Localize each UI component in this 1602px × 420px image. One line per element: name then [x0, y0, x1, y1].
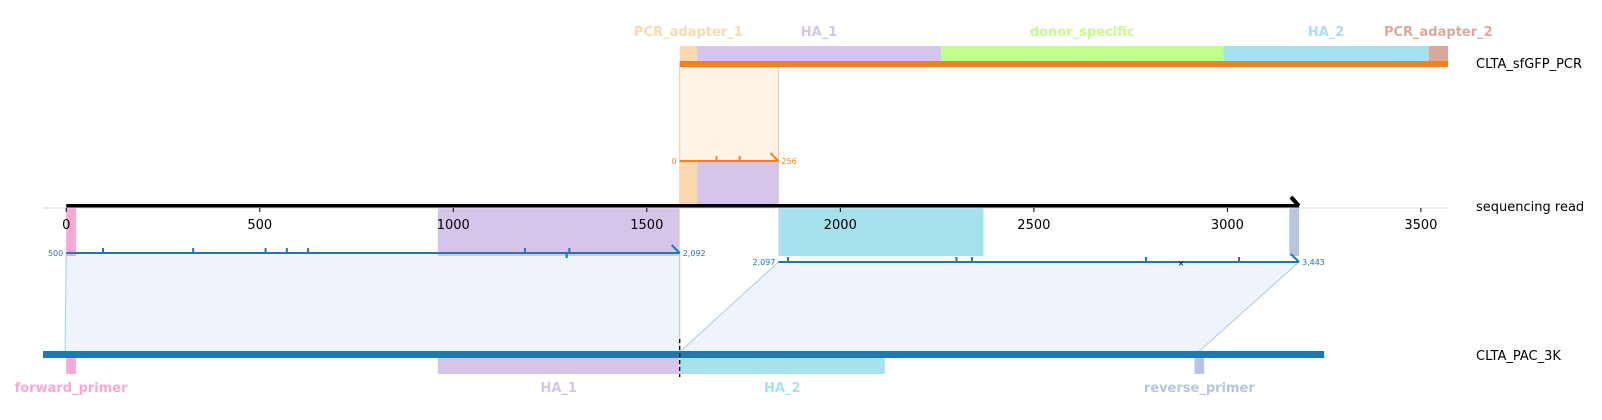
axis-tick-label: 3500	[1404, 218, 1437, 233]
deletion-mark: ×	[1178, 259, 1185, 268]
read-feature-reverse-primer	[1289, 206, 1299, 256]
pac-feature-ha-2	[679, 358, 885, 374]
x-axis: 0 500 1000 1500 2000 2500 3000 3500	[62, 208, 1437, 233]
axis-tick-label: 2000	[824, 218, 857, 233]
pcr-feature-pcr-adapter-2	[1428, 46, 1448, 61]
pac-link-region-2	[679, 262, 1299, 352]
alignment-arrow-3	[1290, 253, 1300, 263]
alignment-end-label-3: 3,443	[1302, 258, 1325, 267]
pac-track-bar	[43, 351, 1325, 358]
pcr-feature-label-ha-1: HA_1	[801, 25, 838, 40]
pac-track-label: CLTA_PAC_3K	[1476, 349, 1561, 364]
alignment-start-label-2: 500	[48, 249, 63, 258]
pcr-feature-label-ha-2: HA_2	[1308, 25, 1345, 40]
pac-feature-label-ha-1: HA_1	[540, 381, 577, 396]
pac-feature-label-forward-primer: forward_primer	[15, 381, 129, 396]
pcr-feature-label-donor-specific: donor_specific	[1030, 25, 1135, 40]
read-feature-ha-2	[778, 206, 984, 256]
axis-tick-label: 2500	[1017, 218, 1050, 233]
alignment-end-label-2: 2,092	[683, 249, 706, 258]
pac-feature-reverse-primer	[1194, 358, 1205, 374]
read-track	[43, 162, 1448, 256]
pcr-feature-donor-specific	[940, 46, 1224, 61]
pac-link-edge-left-1	[64, 252, 67, 353]
alignment-arrow-1	[769, 152, 780, 162]
alignment-start-label-3: 2,097	[752, 258, 775, 267]
read-feature-ha-1	[437, 206, 680, 256]
pcr-feature-label-pcr-adapter-2: PCR_adapter_2	[1384, 25, 1493, 40]
read-arrow-head	[1289, 195, 1301, 208]
alignment-end-label-1: 256	[781, 157, 796, 166]
pcr-track: PCR_adapter_1 HA_1 donor_specific HA_2 PCR_a…	[634, 25, 1493, 67]
pac-link-region-1	[65, 253, 680, 352]
alignment-bars: 0 256 500 2,092 2,097 3,443 ×	[48, 152, 1325, 268]
axis-tick-label: 3000	[1211, 218, 1244, 233]
axis-tick-label: 1500	[630, 218, 663, 233]
alignment-start-label-1: 0	[672, 157, 677, 166]
axis-tick-label: 500	[247, 218, 272, 233]
pcr-track-label: CLTA_sfGFP_PCR	[1476, 57, 1582, 72]
pcr-feature-pcr-adapter-1	[679, 46, 698, 61]
alignment-arrow-2	[670, 244, 681, 254]
read-track-label: sequencing read	[1476, 200, 1584, 215]
read-overlay-ha-1	[697, 162, 779, 206]
read-feature-forward-primer	[66, 206, 76, 256]
alignment-links	[64, 66, 1300, 353]
read-overlay-pcr-adapter-1	[679, 162, 698, 206]
pac-link-edge-left-2	[679, 261, 779, 353]
pac-track: forward_primer HA_1 HA_2 reverse_primer	[15, 339, 1325, 396]
pac-feature-forward-primer	[66, 358, 76, 374]
pac-link-edge-right-2	[1198, 261, 1300, 353]
pac-feature-label-reverse-primer: reverse_primer	[1144, 381, 1256, 396]
pcr-feature-label-pcr-adapter-1: PCR_adapter_1	[634, 25, 743, 40]
axis-tick-label: 1000	[437, 218, 470, 233]
pcr-feature-ha-2	[1223, 46, 1429, 61]
pcr-track-bar	[679, 61, 1448, 67]
pcr-feature-ha-1	[697, 46, 941, 61]
pac-feature-ha-1	[437, 358, 680, 374]
axis-tick-label: 0	[62, 218, 70, 233]
pac-feature-label-ha-2: HA_2	[764, 381, 801, 396]
